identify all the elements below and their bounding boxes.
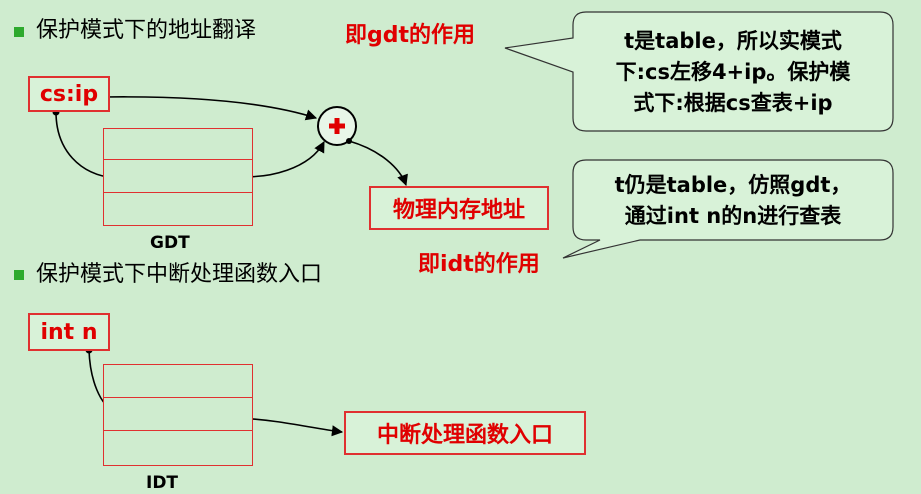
gdt-row xyxy=(103,159,253,194)
idt-row xyxy=(103,364,253,399)
callout2-line: 通过int n的n进行查表 xyxy=(624,204,842,228)
callout1-line: t是table，所以实模式 xyxy=(624,29,842,53)
callout-bubble-1 xyxy=(504,11,894,132)
idt-row xyxy=(103,430,253,466)
physical-address-label: 物理内存地址 xyxy=(392,198,525,223)
callout-bubble-2 xyxy=(562,159,894,259)
idt-row xyxy=(103,397,253,432)
section1-heading: 保护模式下的地址翻译 xyxy=(36,18,257,43)
callout1-text: t是table，所以实模式 下:cs左移4+ip。保护模 式下:根据cs查表+i… xyxy=(573,26,893,119)
callout2-text: t仍是table，仿照gdt， 通过int n的n进行查表 xyxy=(573,170,893,232)
physical-address-box: 物理内存地址 xyxy=(369,186,549,230)
cs-ip-box: cs:ip xyxy=(28,76,110,112)
callout1-line: 式下:根据cs查表+ip xyxy=(633,91,833,115)
bullet-square xyxy=(14,27,24,37)
handler-entry-box: 中断处理函数入口 xyxy=(344,411,586,455)
plus-circle-icon xyxy=(317,106,357,146)
gdt-label: GDT xyxy=(150,233,190,253)
arrow-adder-to-physical xyxy=(346,138,408,187)
int-n-label: int n xyxy=(40,319,98,345)
idt-note: 即idt的作用 xyxy=(418,252,540,277)
gdt-row xyxy=(103,192,253,226)
bullet-square xyxy=(14,270,24,280)
idt-label: IDT xyxy=(146,473,179,493)
handler-entry-label: 中断处理函数入口 xyxy=(376,423,553,448)
gdt-row xyxy=(103,128,253,161)
callout1-line: 下:cs左移4+ip。保护模 xyxy=(615,60,851,84)
gdt-note: 即gdt的作用 xyxy=(345,23,476,48)
section2-heading: 保护模式下中断处理函数入口 xyxy=(36,262,323,287)
arrow-ip-to-adder xyxy=(99,93,318,121)
int-n-box: int n xyxy=(28,313,110,351)
cs-ip-label: cs:ip xyxy=(39,81,99,107)
callout2-line: t仍是table，仿照gdt， xyxy=(614,173,852,197)
